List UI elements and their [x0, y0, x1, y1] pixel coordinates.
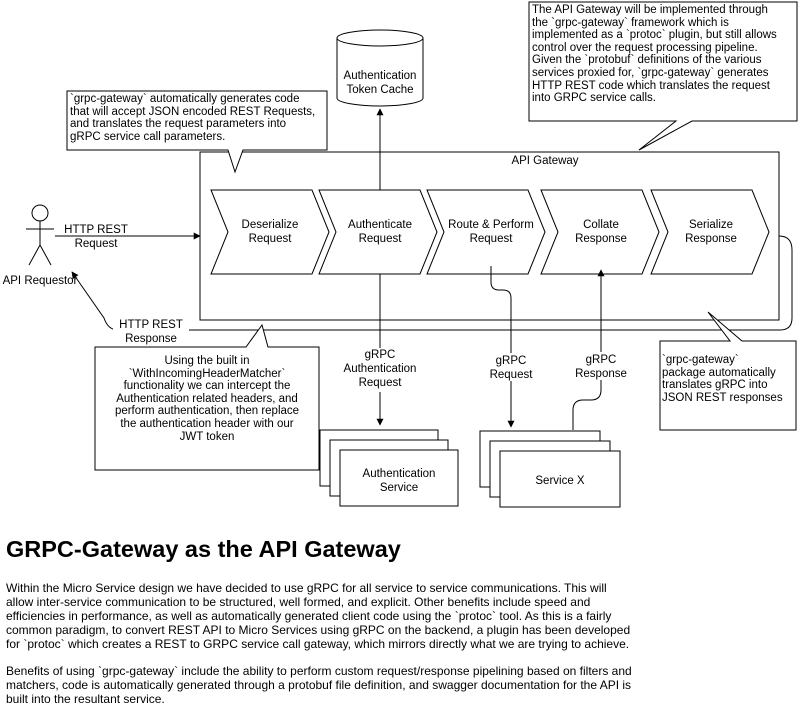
note-grpc-to-json: `grpc-gateway` package automatically tra…	[662, 354, 783, 404]
svg-text:Service: Service	[380, 482, 418, 494]
stage-authenticate-request: Authenticate Request	[318, 189, 438, 275]
svg-text:Serialize: Serialize	[689, 219, 733, 231]
service-x: Service X	[479, 430, 621, 508]
authentication-service: Authentication Service	[319, 429, 459, 507]
stage-serialize-response: Serialize Response	[650, 189, 770, 275]
stage-route-perform-request: Route & Perform Request	[426, 189, 546, 275]
http-request-label-2: Request	[75, 238, 119, 250]
svg-text:Route & Perform: Route & Perform	[448, 219, 534, 231]
http-request-label: HTTP REST	[64, 224, 128, 236]
http-response-label-2: Response	[125, 333, 177, 345]
svg-text:API Requestor: API Requestor	[3, 275, 78, 287]
svg-text:Token Cache: Token Cache	[346, 84, 413, 96]
page-heading: GRPC-Gateway as the API Gateway	[6, 536, 401, 562]
svg-text:Response: Response	[575, 233, 627, 245]
http-response-label: HTTP REST	[119, 319, 183, 331]
token-cache-database: Authentication Token Cache	[336, 29, 424, 107]
note-grpc-gateway-codegen: `grpc-gateway` automatically generates c…	[70, 93, 316, 143]
callout-top-left	[66, 90, 328, 174]
paragraph-intro: Within the Micro Service design we have …	[6, 581, 631, 651]
svg-text:Response: Response	[685, 233, 737, 245]
grpc-response-label: gRPC	[586, 354, 617, 366]
http-response-arrow	[71, 235, 793, 331]
grpc-request-label-2: Request	[490, 369, 534, 381]
svg-text:Authentication: Authentication	[363, 468, 436, 480]
svg-text:Collate: Collate	[583, 219, 619, 231]
grpc-request-arrow	[490, 266, 515, 428]
callout-bottom-left	[94, 323, 320, 471]
note-api-gateway-implementation: The API Gateway will be implemented thro…	[532, 4, 777, 105]
api-requestor-actor: API Requestor	[3, 204, 78, 287]
svg-text:Authenticate: Authenticate	[348, 219, 412, 231]
callout-bottom-right	[659, 311, 797, 431]
svg-text:Request: Request	[249, 233, 293, 245]
grpc-response-arrow	[572, 269, 605, 430]
grpc-auth-label-2: Authentication	[344, 363, 417, 375]
stage-collate-response: Collate Response	[540, 189, 660, 275]
grpc-request-label: gRPC	[496, 355, 527, 367]
svg-text:Service X: Service X	[535, 475, 585, 487]
svg-text:Request: Request	[470, 233, 514, 245]
svg-text:Request: Request	[359, 233, 403, 245]
grpc-auth-label-3: Request	[359, 377, 403, 389]
gateway-label: API Gateway	[511, 155, 578, 167]
grpc-response-label-2: Response	[575, 368, 627, 380]
stage-deserialize-request: Deserialize Request	[210, 189, 330, 275]
paragraph-benefits: Benefits of using `grpc-gateway` include…	[6, 664, 632, 706]
svg-text:Deserialize: Deserialize	[242, 219, 299, 231]
note-header-matcher: Using the built in `WithIncomingHeaderMa…	[114, 355, 300, 443]
svg-text:Authentication: Authentication	[344, 70, 417, 82]
architecture-diagram: API Gateway Authentication Token Cache D…	[3, 1, 798, 508]
callout-top-right	[528, 1, 798, 151]
grpc-auth-label: gRPC	[365, 349, 396, 361]
